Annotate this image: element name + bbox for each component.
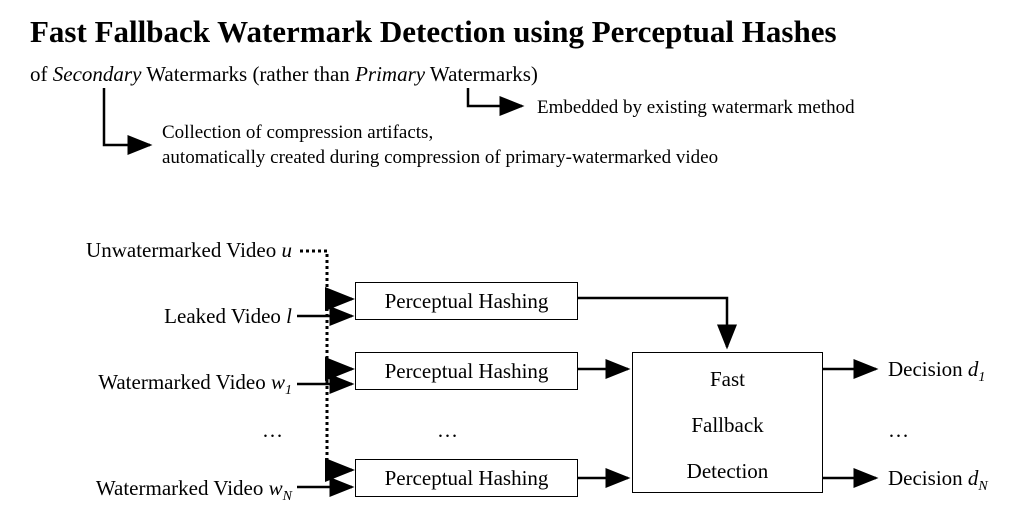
- hash-ellipsis: …: [437, 418, 458, 442]
- input-leaked: Leaked Video l: [164, 304, 292, 329]
- input-wm1-sub: 1: [285, 383, 292, 398]
- input-wmN-sub: N: [282, 489, 292, 504]
- output-d1-sub: 1: [978, 370, 986, 385]
- input-leaked-text: Leaked Video: [164, 304, 287, 328]
- output-dN-var: d: [967, 466, 979, 490]
- output-ellipsis: …: [888, 418, 909, 442]
- input-wm1-var: w: [270, 370, 285, 394]
- output-dN-sub: N: [978, 479, 988, 494]
- fast-fallback-detection-box: Fast Fallback Detection: [632, 352, 823, 493]
- input-wmN-text: Watermarked Video: [95, 476, 269, 500]
- input-leaked-var: l: [286, 304, 292, 328]
- secondary-note-line2: automatically created during compression…: [162, 147, 719, 168]
- input-wmN-var: w: [268, 476, 283, 500]
- subtitle-part2: Watermarks (rather than: [141, 62, 356, 86]
- output-d1-text: Decision: [888, 357, 968, 381]
- input-ellipsis: …: [262, 418, 283, 442]
- output-decision-1: Decision d1: [888, 357, 985, 386]
- input-unwatermarked-text: Unwatermarked Video: [86, 238, 282, 262]
- input-unwatermarked: Unwatermarked Video u: [86, 238, 292, 263]
- output-decision-N: Decision dN: [888, 466, 988, 495]
- perceptual-hashing-box-wm1: Perceptual Hashing: [355, 352, 578, 390]
- primary-note-connector: [466, 88, 525, 116]
- primary-note: Embedded by existing watermark method: [537, 97, 855, 118]
- input-wm1: Watermarked Video w1: [98, 370, 292, 399]
- detector-line3: Detection: [686, 459, 769, 483]
- detector-line1: Fast: [709, 367, 745, 391]
- detector-line2: Fallback: [691, 413, 764, 437]
- input-wmN: Watermarked Video wN: [96, 476, 292, 505]
- output-d1-var: d: [967, 357, 979, 381]
- secondary-note-connector: [102, 88, 153, 155]
- perceptual-hashing-box-wmN: Perceptual Hashing: [355, 459, 578, 497]
- subtitle: of Secondary Watermarks (rather than Pri…: [30, 62, 538, 87]
- input-unwatermarked-var: u: [281, 238, 293, 262]
- subtitle-part3: Watermarks): [425, 62, 538, 86]
- unwatermarked-dotted-line: [300, 249, 355, 482]
- secondary-note-line1: Collection of compression artifacts,: [162, 122, 434, 143]
- input-wm1-text: Watermarked Video: [98, 370, 271, 394]
- subtitle-primary: Primary: [355, 62, 426, 86]
- subtitle-part1: of: [30, 62, 53, 86]
- perceptual-hashing-box-leaked: Perceptual Hashing: [355, 282, 578, 320]
- subtitle-secondary: Secondary: [52, 62, 142, 86]
- leaked-hash-arrow: [578, 296, 737, 350]
- output-dN-text: Decision: [888, 466, 968, 490]
- page-title: Fast Fallback Watermark Detection using …: [30, 14, 837, 49]
